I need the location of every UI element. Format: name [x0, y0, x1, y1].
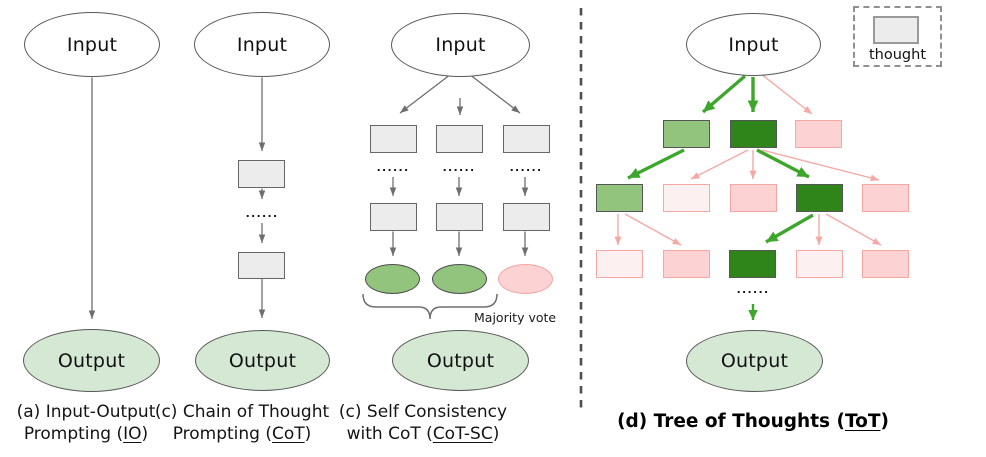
tot-l2-box4-darkgreen: [796, 184, 843, 212]
io-input-label: Input: [66, 33, 118, 56]
caption-tot-abbr: ToT: [844, 411, 881, 432]
cotsc-output-label: Output: [426, 349, 495, 372]
cotsc-chain3-box2: [503, 203, 550, 231]
cotsc-chain1-box1: [370, 125, 417, 153]
caption-tot: (d) Tree of Thoughts (ToT): [613, 411, 893, 432]
cotsc-input-label: Input: [435, 34, 486, 56]
io-output-label: Output: [57, 349, 126, 372]
majority-vote-label: Majority vote: [474, 310, 557, 325]
cotsc-dots-3: ......: [509, 161, 543, 174]
caption-io: (a) Input-Output Prompting (IO): [0, 401, 172, 445]
cotsc-output-ellipse: Output: [392, 330, 529, 391]
caption-io-line1: (a) Input-Output: [16, 402, 156, 422]
cotsc-chain1-box2: [370, 203, 417, 231]
caption-cot: (c) Chain of Thought Prompting (CoT): [147, 401, 337, 445]
caption-io-line2-pre: Prompting (: [23, 424, 124, 444]
thought-legend: thought: [853, 6, 942, 67]
tot-l3-box2-pink: [663, 250, 710, 278]
tot-l1-box1-green: [663, 120, 710, 148]
tot-l3-box3-darkgreen: [729, 250, 776, 278]
cotsc-chain2-box2: [436, 203, 483, 231]
arrow-tot-input-to-l1b3: [760, 73, 813, 115]
tot-l2-box1-green: [596, 184, 643, 212]
majority-vote-brace: [362, 293, 498, 320]
tot-input-ellipse: Input: [686, 13, 821, 76]
caption-cotsc-abbr: CoT-SC: [432, 424, 493, 444]
caption-io-line2: Prompting (IO): [0, 423, 172, 445]
tot-input-label: Input: [728, 33, 779, 56]
arrow-tot-input-to-l1b1: [701, 74, 747, 114]
tot-output-label: Output: [720, 350, 789, 372]
caption-cotsc-line2-post: ): [492, 424, 500, 444]
arrow-tot-l1b2-to-l2b2: [690, 149, 749, 180]
thought-legend-label: thought: [868, 47, 927, 63]
tot-l3-box1-faintpink: [596, 250, 643, 278]
arrow-cotsc-input-to-chain3: [468, 73, 521, 114]
cotsc-dots-2: ......: [442, 161, 476, 174]
caption-tot-pre: (d) Tree of Thoughts (: [617, 411, 845, 432]
arrow-tot-l1b2-to-l2b5: [761, 149, 880, 182]
arrow-tot-l1b1-to-l2b1: [627, 148, 685, 180]
arrow-tot-l1b2-to-l2b4: [756, 148, 810, 179]
thought-legend-swatch: [873, 16, 919, 44]
io-input-ellipse: Input: [24, 12, 160, 77]
cotsc-chain2-box1: [436, 125, 483, 153]
caption-cot-line2: Prompting (CoT): [147, 423, 337, 445]
cot-dots: ......: [245, 207, 279, 220]
cotsc-result-ellipse-pink: [498, 264, 553, 294]
arrow-tot-l2b1-to-l3b2: [624, 213, 682, 246]
cot-output-label: Output: [228, 349, 297, 372]
cotsc-chain3-box1: [503, 125, 550, 153]
caption-cot-abbr: CoT: [272, 424, 305, 444]
tot-l1-box3-pink: [795, 120, 842, 148]
cot-input-label: Input: [236, 33, 288, 56]
cot-output-ellipse: Output: [195, 330, 330, 391]
tot-dots: ......: [736, 283, 770, 296]
cot-thought-box-1: [238, 160, 285, 188]
cotsc-result-ellipse-green-1: [365, 264, 420, 294]
caption-io-abbr: IO: [123, 424, 142, 444]
io-output-ellipse: Output: [23, 329, 160, 392]
caption-cot-line2-pre: Prompting (: [172, 424, 272, 444]
cotsc-dots-1: ......: [376, 161, 410, 174]
caption-cotsc: (c) Self Consistency with CoT (CoT-SC): [328, 401, 518, 445]
caption-cotsc-line2: with CoT (CoT-SC): [328, 423, 518, 445]
caption-cotsc-line2-pre: with CoT (: [346, 424, 433, 444]
tot-l3-box4-faintpink: [796, 250, 843, 278]
tot-l2-box2-faintpink: [663, 184, 710, 212]
caption-cotsc-line1: (c) Self Consistency: [338, 402, 508, 422]
tot-l2-box3-pink: [730, 184, 777, 212]
tot-l2-box5-pink: [862, 184, 909, 212]
tot-output-ellipse: Output: [686, 330, 823, 392]
tot-l1-box2-darkgreen: [730, 120, 777, 148]
caption-cot-line1: (c) Chain of Thought: [154, 402, 330, 422]
arrow-tot-l2b4-to-l3b5: [825, 213, 882, 246]
cotsc-result-ellipse-green-2: [432, 264, 487, 294]
caption-cot-line2-post: ): [304, 424, 312, 444]
cotsc-input-ellipse: Input: [391, 13, 530, 77]
cot-input-ellipse: Input: [194, 12, 330, 77]
arrow-tot-l2b4-to-l3b3: [765, 213, 814, 244]
arrow-cotsc-input-to-chain1: [399, 73, 452, 114]
caption-tot-post: ): [880, 411, 889, 432]
caption-io-line2-post: ): [141, 424, 149, 444]
cot-thought-box-2: [238, 252, 285, 279]
tot-l3-box5-pink: [862, 250, 909, 278]
